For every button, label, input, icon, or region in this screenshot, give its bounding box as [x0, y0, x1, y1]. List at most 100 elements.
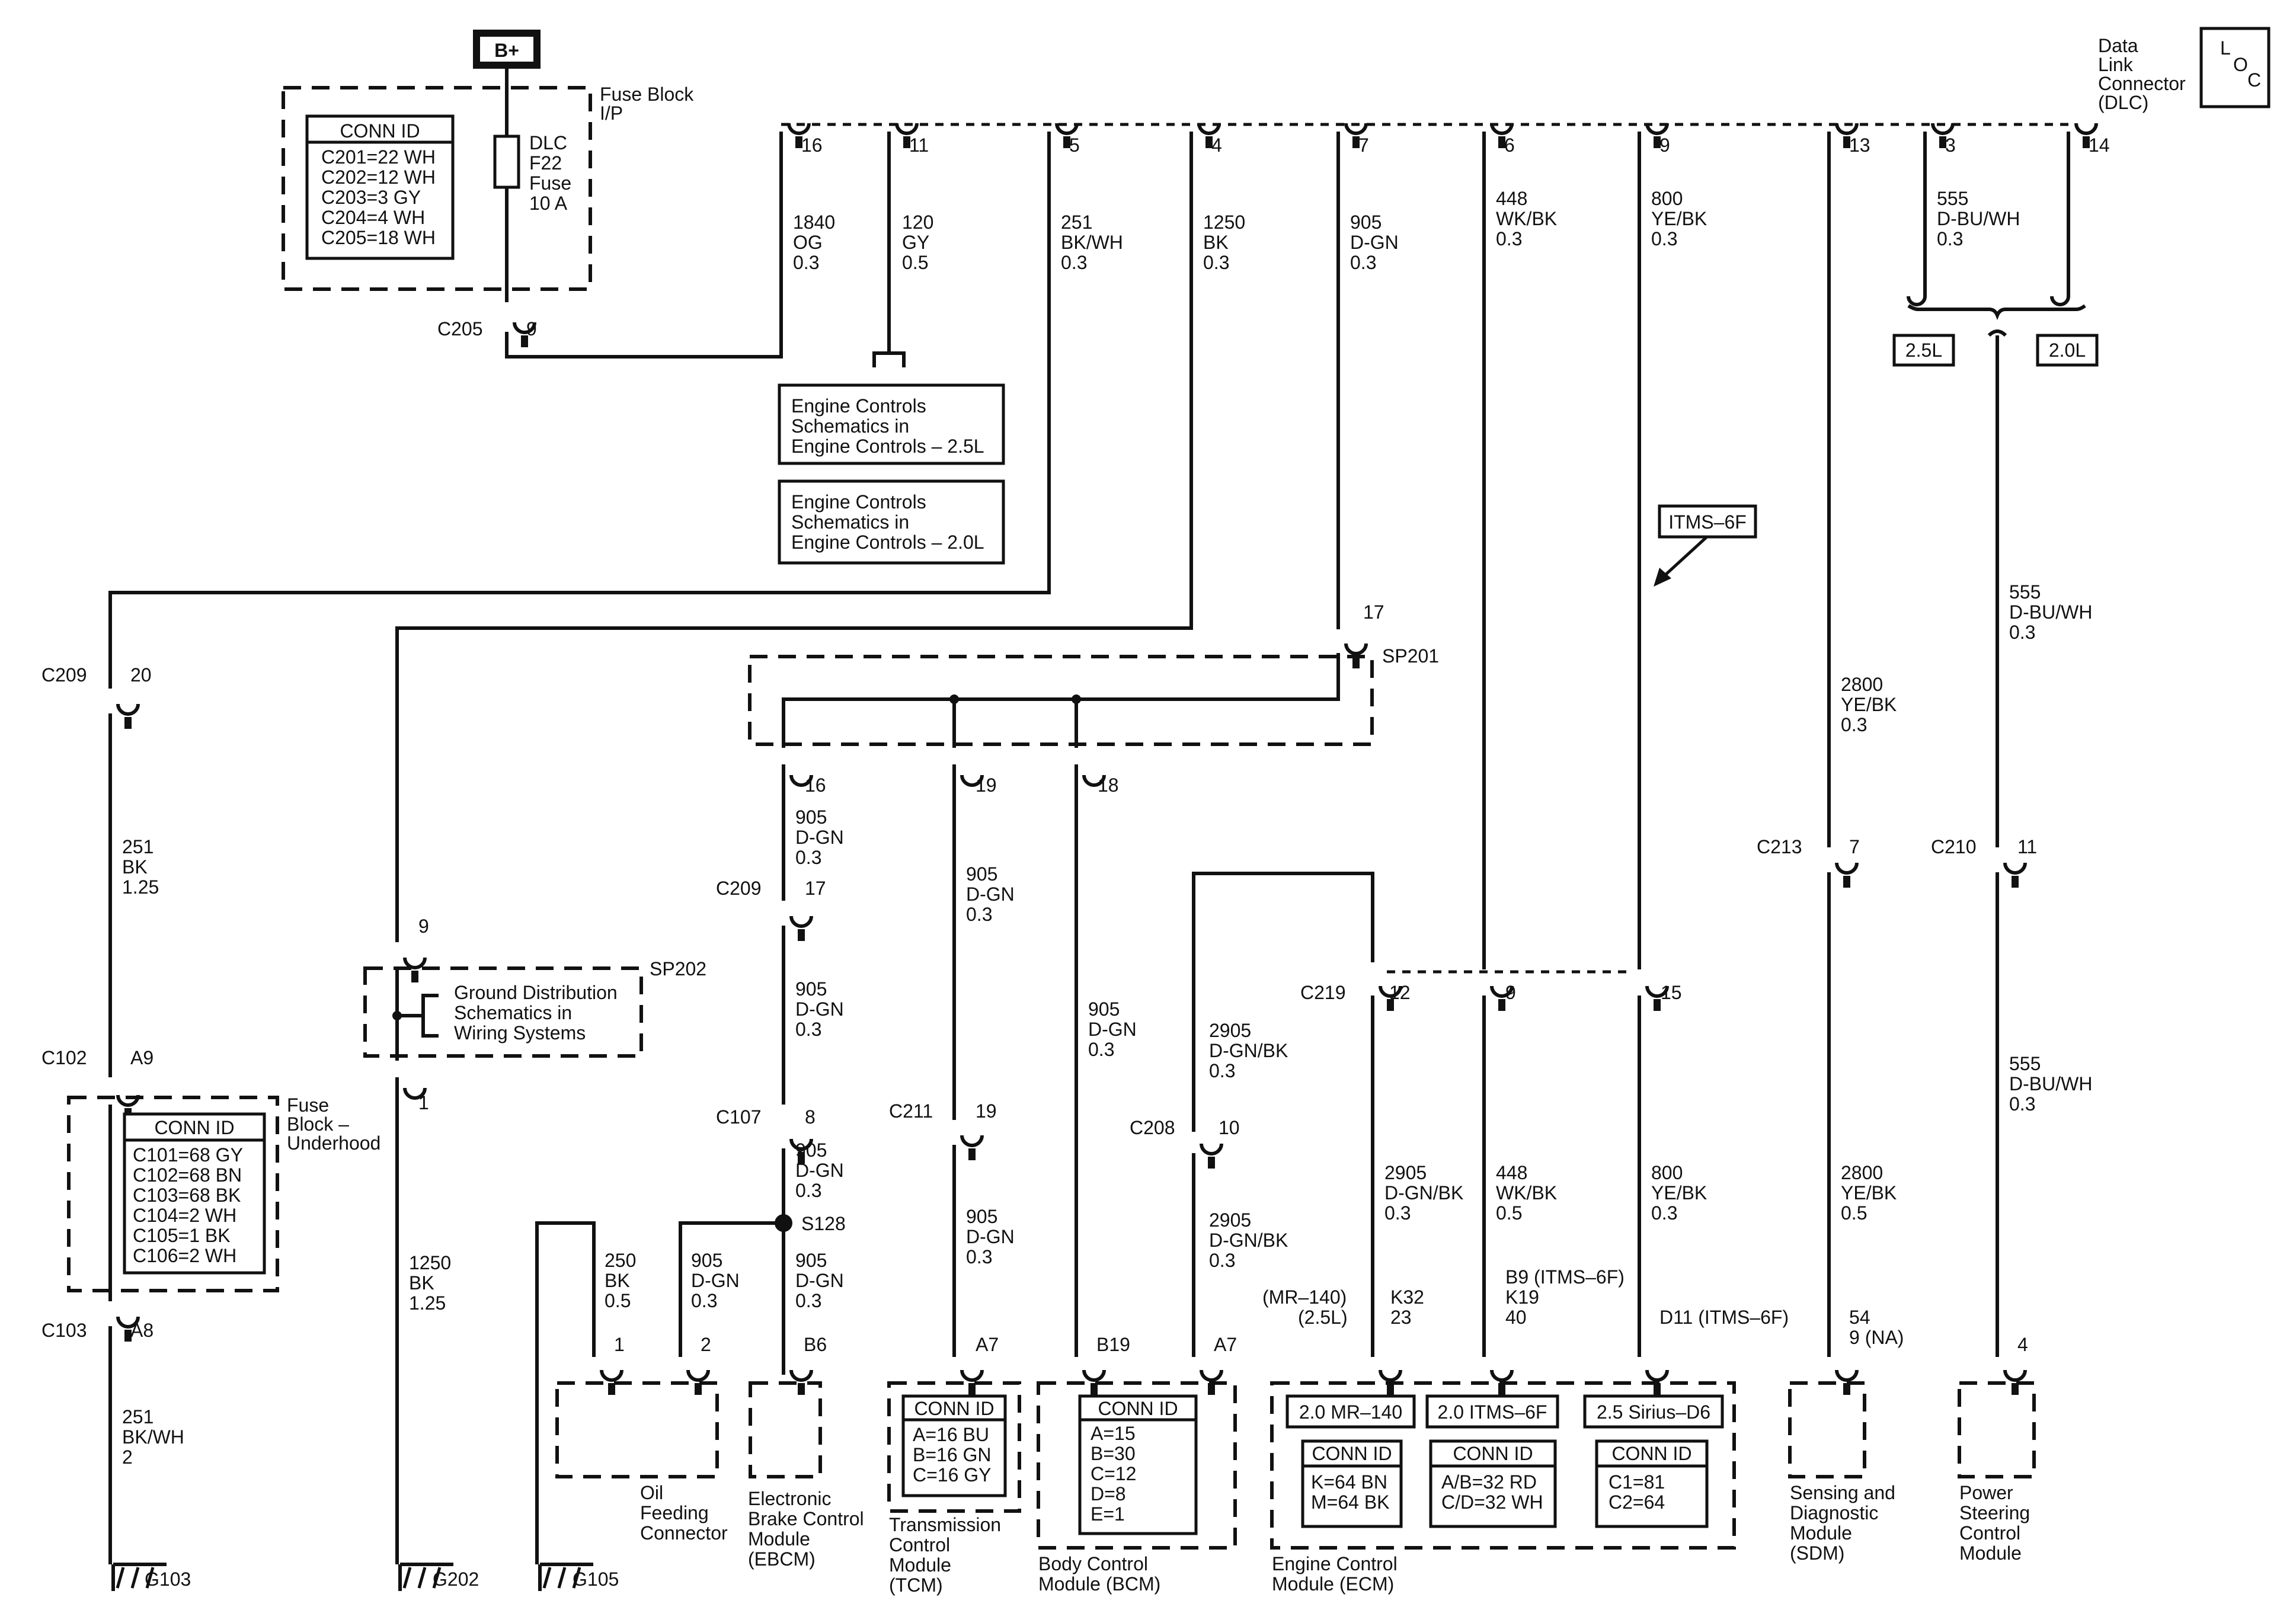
- svg-text:905: 905: [795, 1140, 827, 1161]
- ground-distribution-ref[interactable]: Ground Distribution Schematics in Wiring…: [454, 982, 618, 1044]
- wire-800-top-label: 800 YE/BK 0.3: [1651, 188, 1707, 249]
- oil-feeding-connector-title: Oil Feeding Connector: [640, 1482, 728, 1544]
- sp201-box: [748, 655, 1374, 746]
- ebcm-title: Electronic Brake Control Module (EBCM): [748, 1488, 864, 1570]
- svg-text:YE/BK: YE/BK: [1651, 208, 1707, 229]
- dlc-pin-label: 3: [1945, 135, 1956, 156]
- engine-ref-2-0l[interactable]: Engine Controls Schematics in Engine Con…: [778, 479, 1005, 565]
- g103-label: G103: [145, 1569, 191, 1590]
- svg-text:Engine Controls: Engine Controls: [791, 395, 926, 417]
- svg-text:Module: Module: [1959, 1542, 2022, 1564]
- svg-text:2.0L: 2.0L: [2049, 340, 2086, 361]
- svg-text:Schematics in: Schematics in: [791, 415, 909, 437]
- svg-text:Sensing and: Sensing and: [1790, 1482, 1895, 1503]
- dlc-pin-label: 14: [2089, 135, 2110, 156]
- c209-left-label: C209: [41, 664, 87, 686]
- svg-text:Fuse: Fuse: [287, 1094, 329, 1116]
- c205-pin: 9: [526, 318, 537, 340]
- svg-text:Module (BCM): Module (BCM): [1038, 1573, 1160, 1595]
- svg-text:(2.5L): (2.5L): [1298, 1307, 1348, 1328]
- svg-text:D-GN/BK: D-GN/BK: [1384, 1182, 1463, 1204]
- svg-text:0.3: 0.3: [2009, 622, 2035, 643]
- svg-text:Feeding: Feeding: [640, 1502, 709, 1523]
- sp202-box: [363, 966, 643, 1058]
- svg-text:Engine Controls: Engine Controls: [791, 491, 926, 513]
- engine-option-brace: [1907, 304, 2086, 321]
- svg-text:555: 555: [2009, 581, 2041, 603]
- svg-text:Schematics in: Schematics in: [791, 511, 909, 533]
- svg-text:Brake Control: Brake Control: [748, 1508, 864, 1529]
- ecm-variant-itms: 2.0 ITMS–6F: [1425, 1394, 1559, 1429]
- svg-text:555: 555: [1937, 188, 1968, 209]
- svg-text:CONN ID: CONN ID: [340, 120, 420, 142]
- svg-text:0.3: 0.3: [1651, 228, 1677, 249]
- wire-251-bkwh-bot-label: 251 BK/WH 2: [122, 1406, 184, 1468]
- svg-text:0.3: 0.3: [795, 1290, 821, 1311]
- svg-text:905: 905: [691, 1250, 722, 1271]
- svg-text:Engine Control: Engine Control: [1272, 1553, 1398, 1574]
- c209-mid-label: C209: [716, 878, 762, 899]
- svg-text:D-GN: D-GN: [966, 884, 1015, 905]
- svg-text:I/P: I/P: [600, 103, 623, 124]
- svg-text:905: 905: [966, 863, 997, 885]
- dlc-pin-label: 11: [909, 135, 929, 156]
- ecm-variant-sirius: 2.5 Sirius–D6: [1583, 1394, 1724, 1429]
- svg-text:B=30: B=30: [1091, 1443, 1136, 1464]
- engine-option-2-5l[interactable]: 2.5L: [1892, 334, 1955, 367]
- c208-connector-icon: [1201, 1144, 1221, 1169]
- wire-251-bk-label: 251 BK 1.25: [122, 836, 159, 898]
- c103-label: C103: [41, 1320, 87, 1341]
- g202-label: G202: [433, 1569, 479, 1590]
- sp202-label: SP202: [650, 958, 706, 980]
- c209-left-connector-icon: [118, 704, 138, 729]
- svg-text:0.3: 0.3: [793, 252, 819, 273]
- wire-448-top-label: 448 WK/BK 0.3: [1496, 188, 1557, 249]
- svg-text:C: C: [2247, 69, 2261, 91]
- svg-text:BK/WH: BK/WH: [122, 1426, 184, 1448]
- c211-pin: 19: [976, 1100, 997, 1122]
- svg-text:Connector: Connector: [2098, 73, 2186, 94]
- svg-text:Electronic: Electronic: [748, 1488, 832, 1509]
- engine-option-2-0l[interactable]: 2.0L: [2036, 334, 2099, 367]
- svg-text:D-GN: D-GN: [795, 998, 844, 1020]
- svg-text:0.3: 0.3: [1496, 228, 1522, 249]
- svg-text:54: 54: [1849, 1307, 1870, 1328]
- bcm-title: Body Control Module (BCM): [1038, 1553, 1160, 1595]
- sdm-box: [1788, 1381, 1866, 1478]
- svg-text:CONN ID: CONN ID: [1312, 1443, 1392, 1464]
- svg-text:C102=68 BN: C102=68 BN: [133, 1164, 242, 1186]
- svg-text:905: 905: [795, 806, 827, 828]
- c107-label: C107: [716, 1106, 762, 1128]
- svg-text:C2=64: C2=64: [1609, 1491, 1665, 1513]
- svg-text:Module: Module: [889, 1554, 951, 1576]
- wire-251-bkwh-label: 251 BK/WH 0.3: [1061, 212, 1123, 273]
- svg-text:Power: Power: [1959, 1482, 2013, 1503]
- engine-ref-2-5l[interactable]: Engine Controls Schematics in Engine Con…: [778, 383, 1005, 465]
- wire-905g-label: 905 D-GN 0.3: [966, 1206, 1015, 1267]
- wire-905c-label: 905 D-GN 0.3: [795, 1140, 844, 1201]
- psc-box: [1958, 1381, 2036, 1478]
- svg-text:Diagnostic: Diagnostic: [1790, 1502, 1878, 1523]
- svg-text:0.3: 0.3: [2009, 1093, 2035, 1115]
- svg-text:0.5: 0.5: [902, 252, 928, 273]
- svg-text:B=16 GN: B=16 GN: [913, 1444, 992, 1465]
- wire-2905c-label: 2905 D-GN/BK 0.3: [1384, 1162, 1463, 1224]
- svg-text:Connector: Connector: [640, 1522, 728, 1544]
- svg-text:D-GN: D-GN: [691, 1270, 740, 1291]
- svg-text:905: 905: [1350, 212, 1382, 233]
- svg-text:B9 (ITMS–6F): B9 (ITMS–6F): [1505, 1266, 1625, 1288]
- svg-text:D-BU/WH: D-BU/WH: [1937, 208, 2020, 229]
- svg-text:Data: Data: [2098, 35, 2138, 56]
- svg-text:Module: Module: [748, 1528, 810, 1550]
- wire-905a-label: 905 D-GN 0.3: [795, 806, 844, 868]
- svg-text:0.3: 0.3: [1203, 252, 1229, 273]
- svg-text:CONN ID: CONN ID: [154, 1117, 234, 1138]
- svg-text:CONN ID: CONN ID: [1098, 1398, 1178, 1419]
- svg-text:251: 251: [122, 836, 154, 857]
- dlc-pin-label: 13: [1849, 135, 1870, 156]
- wire-120-label: 120 GY 0.5: [902, 212, 933, 273]
- svg-text:C203=3 GY: C203=3 GY: [321, 187, 421, 208]
- svg-text:Oil: Oil: [640, 1482, 663, 1503]
- s128-label: S128: [801, 1213, 846, 1234]
